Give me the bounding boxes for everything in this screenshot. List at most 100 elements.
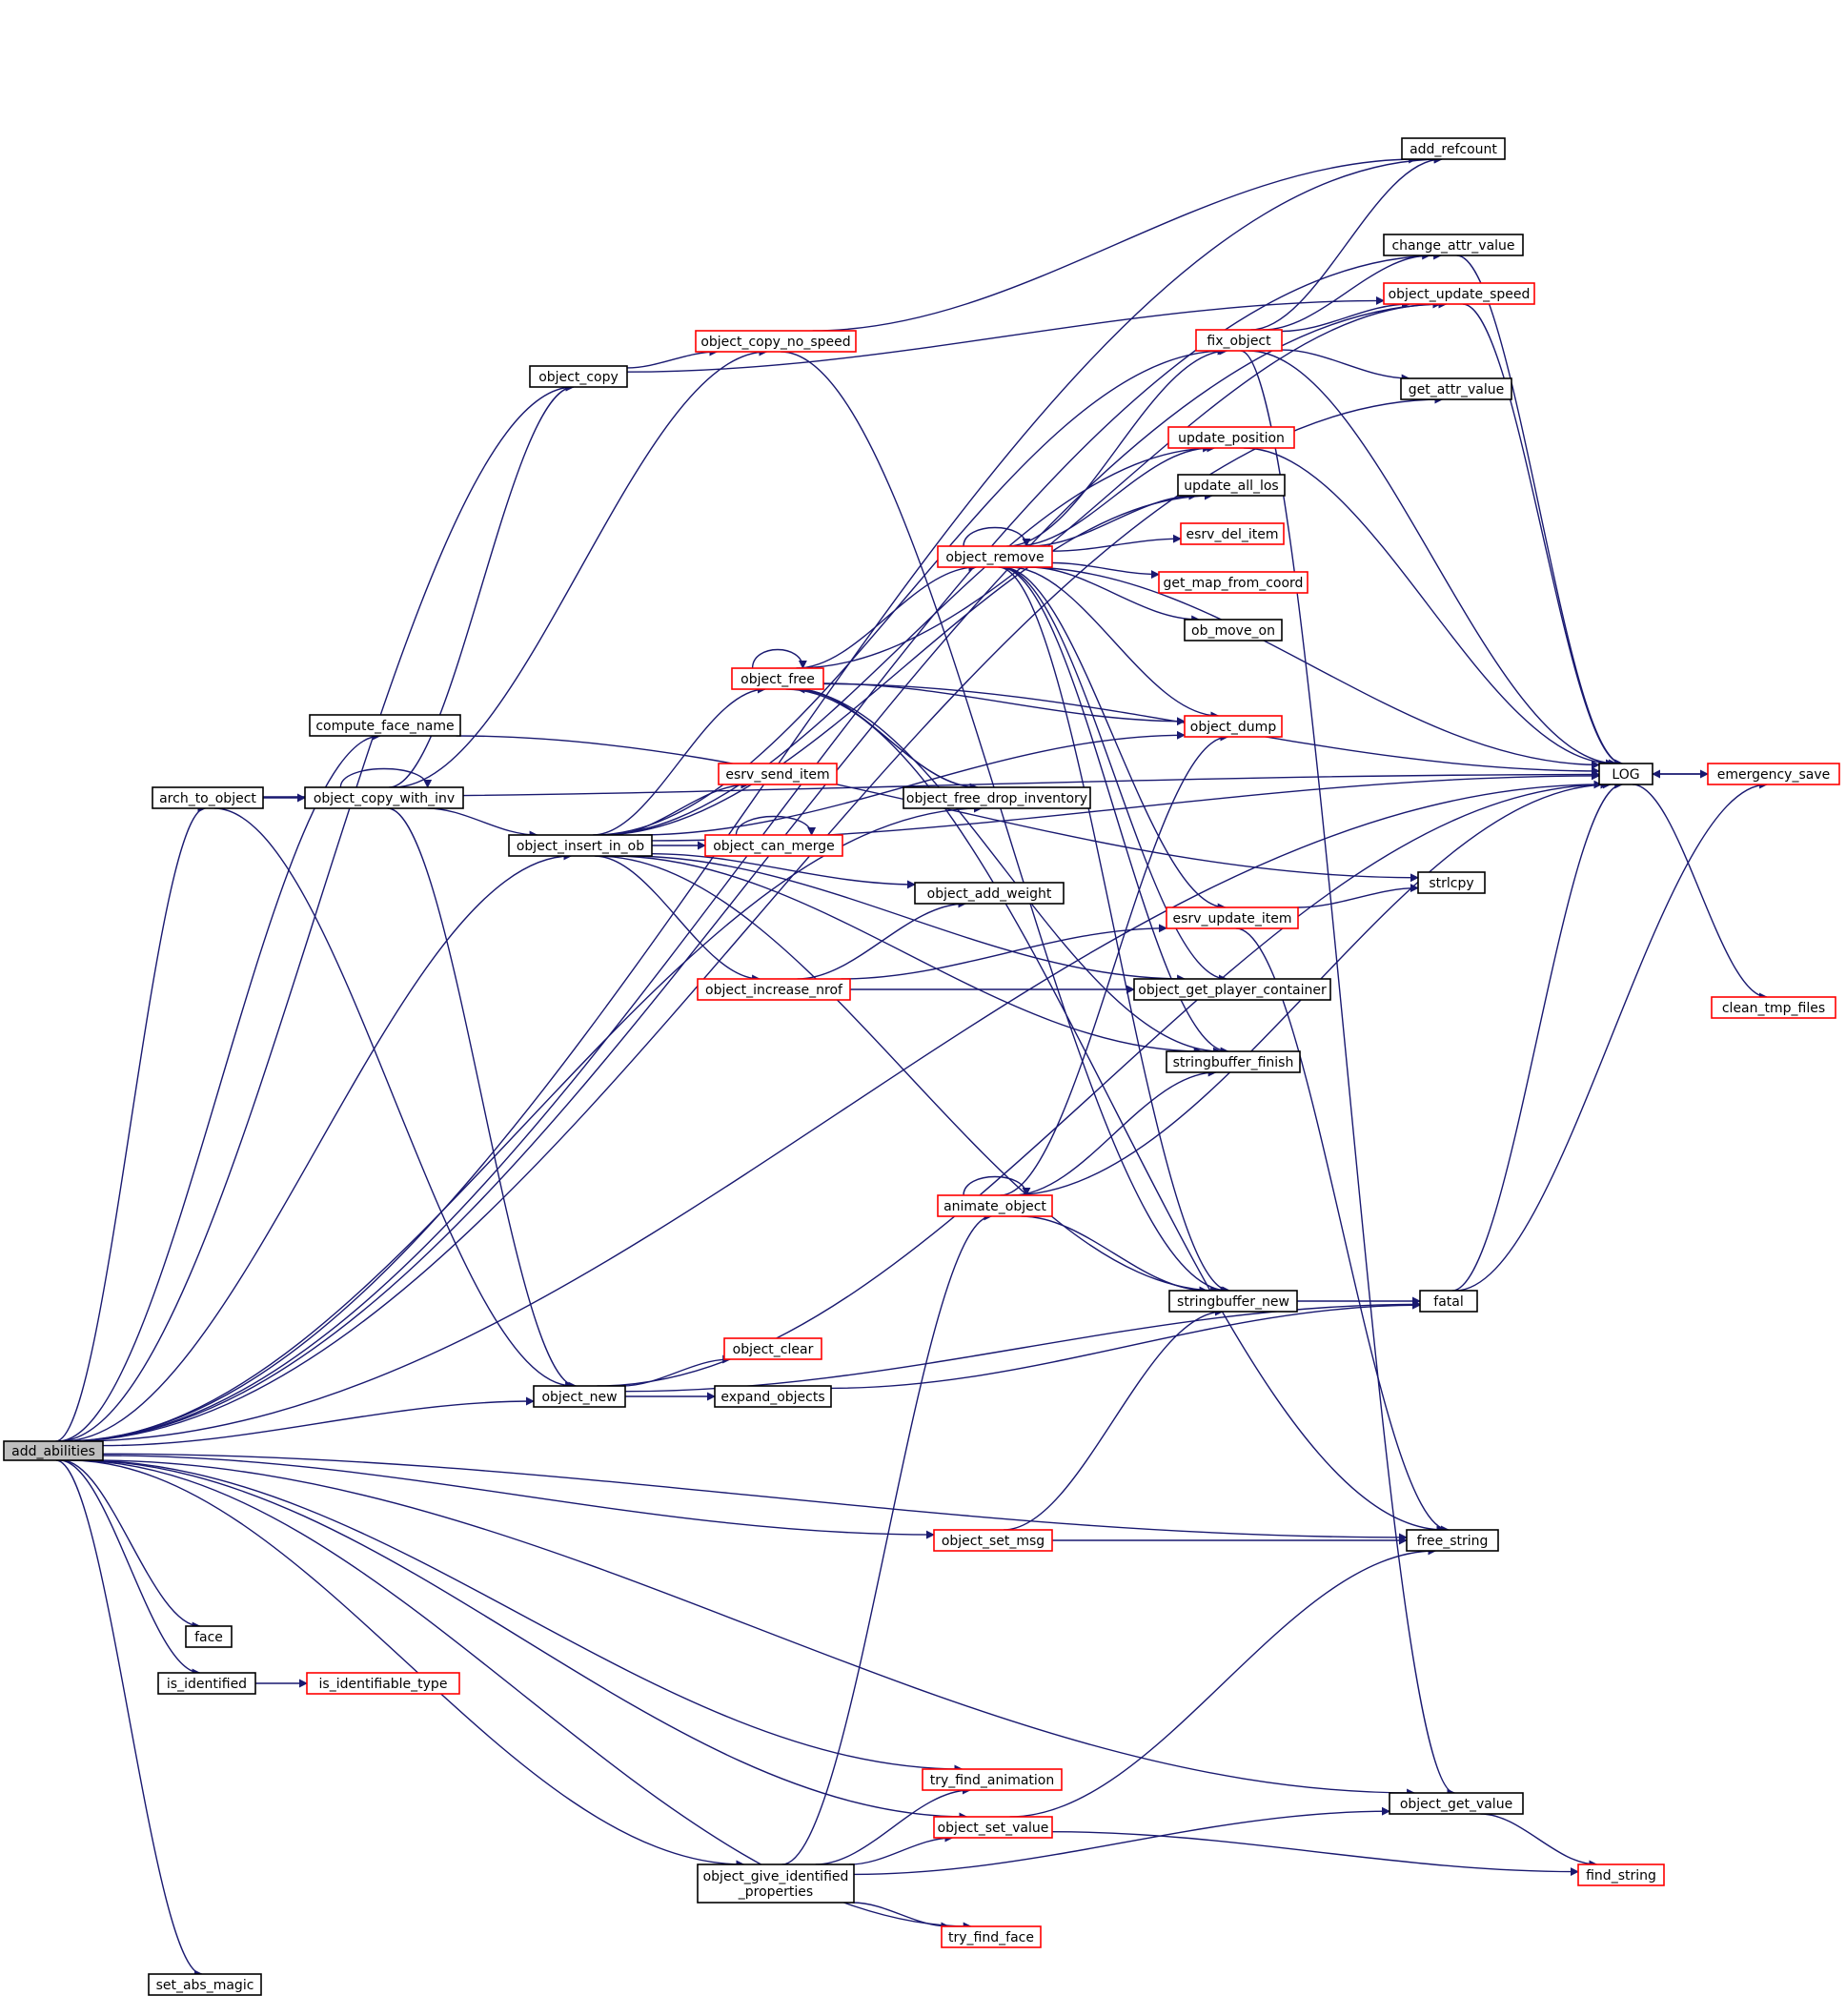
node-box-stringbuffer_new [1168, 1290, 1298, 1313]
node-object_copy[interactable]: object_copy [529, 365, 628, 388]
node-object_get_value[interactable]: object_get_value [1389, 1792, 1524, 1815]
node-object_set_msg[interactable]: object_set_msg [933, 1529, 1053, 1552]
node-fatal[interactable]: fatal [1419, 1290, 1478, 1313]
node-label-get_attr_value: get_attr_value [1409, 382, 1505, 397]
node-try_find_animation[interactable]: try_find_animation [922, 1768, 1063, 1791]
edge-object_copy_no_speed-to-add_refcount [812, 154, 1418, 332]
node-object_free_drop_inventory[interactable]: object_free_drop_inventory [903, 786, 1091, 809]
node-object_copy_no_speed[interactable]: object_copy_no_speed [695, 330, 857, 353]
edge-object_remove-to-esrv_del_item [1051, 534, 1182, 552]
node-object_free[interactable]: object_free [731, 667, 824, 690]
edge-arch_to_object-to-object_new [213, 807, 575, 1391]
node-change_attr_value[interactable]: change_attr_value [1383, 234, 1524, 256]
node-esrv_del_item[interactable]: esrv_del_item [1180, 522, 1285, 545]
node-box-object_copy [529, 365, 628, 388]
node-ob_move_on[interactable]: ob_move_on [1184, 619, 1283, 641]
edge-object_insert_in_ob-to-update_all_los [598, 491, 1213, 836]
node-label-find_string: find_string [1586, 1868, 1656, 1884]
edge-object_insert_in_ob-to-stringbuffer_new [595, 855, 1220, 1295]
node-expand_objects[interactable]: expand_objects [714, 1385, 832, 1408]
edge-object_free-to-free_string [785, 688, 1446, 1535]
edge-object_remove-to-object_get_player_container [1000, 566, 1227, 984]
edge-object_set_value-to-free_string [1009, 1546, 1437, 1818]
node-object_get_player_container[interactable]: object_get_player_container [1133, 978, 1331, 1001]
node-label-object_clear: object_clear [733, 1342, 814, 1357]
node-box-object_free_drop_inventory [903, 786, 1091, 809]
node-find_string[interactable]: find_string [1577, 1863, 1665, 1886]
node-object_new[interactable]: object_new [533, 1385, 626, 1408]
node-esrv_send_item[interactable]: esrv_send_item [718, 763, 838, 785]
node-animate_object[interactable]: animate_object [937, 1194, 1053, 1217]
node-object_copy_with_inv[interactable]: object_copy_with_inv [304, 786, 464, 809]
edge-add_abilities-to-object_get_value [91, 1459, 1416, 1798]
node-clean_tmp_files[interactable]: clean_tmp_files [1711, 996, 1836, 1019]
node-compute_face_name[interactable]: compute_face_name [309, 714, 461, 737]
node-object_add_weight[interactable]: object_add_weight [914, 882, 1065, 905]
edge-object_remove-to-get_map_from_coord [1051, 561, 1160, 580]
edge-object_remove-to-update_position [1015, 443, 1212, 547]
node-label-add_abilities: add_abilities [11, 1444, 95, 1459]
node-box-try_find_face [941, 1925, 1042, 1948]
node-get_attr_value[interactable]: get_attr_value [1400, 377, 1512, 400]
node-box-try_find_animation [922, 1768, 1063, 1791]
node-box-object_dump [1184, 715, 1283, 738]
edge-object_remove-to-object_remove [963, 526, 1031, 547]
node-fix_object[interactable]: fix_object [1195, 329, 1283, 352]
edge-object_insert_in_ob-to-object_add_weight [651, 853, 916, 889]
node-label-stringbuffer_finish: stringbuffer_finish [1173, 1055, 1294, 1070]
node-strlcpy[interactable]: strlcpy [1417, 871, 1486, 894]
node-object_remove[interactable]: object_remove [937, 545, 1053, 568]
node-object_can_merge[interactable]: object_can_merge [704, 834, 843, 857]
edge-object_free-to-object_update_speed [796, 299, 1442, 669]
edge-object_free-to-object_remove [796, 562, 978, 669]
node-object_clear[interactable]: object_clear [723, 1337, 822, 1360]
node-update_position[interactable]: update_position [1167, 426, 1295, 449]
node-label-object_copy_with_inv: object_copy_with_inv [314, 791, 455, 806]
edge-fix_object-to-LOG [1248, 350, 1618, 768]
edge-add_abilities-to-object_update_speed [65, 299, 1448, 1442]
edge-add_abilities-to-object_set_msg [102, 1455, 935, 1539]
node-emergency_save[interactable]: emergency_save [1707, 763, 1840, 785]
edge-object_remove-to-esrv_update_item [1002, 566, 1227, 912]
node-label-object_add_weight: object_add_weight [927, 886, 1052, 902]
edge-object_get_value-to-find_string [1480, 1813, 1598, 1869]
node-box-compute_face_name [309, 714, 461, 737]
node-esrv_update_item[interactable]: esrv_update_item [1166, 906, 1299, 929]
node-get_map_from_coord[interactable]: get_map_from_coord [1158, 571, 1308, 594]
node-object_give_identified_properties[interactable]: object_give_identified_properties [697, 1863, 855, 1904]
node-add_refcount[interactable]: add_refcount [1401, 137, 1506, 160]
node-box-is_identifiable_type [306, 1672, 460, 1695]
node-add_abilities[interactable]: add_abilities [3, 1440, 104, 1461]
node-box-esrv_update_item [1166, 906, 1299, 929]
node-try_find_face[interactable]: try_find_face [941, 1925, 1042, 1948]
node-set_abs_magic[interactable]: set_abs_magic [148, 1973, 262, 1996]
node-update_all_los[interactable]: update_all_los [1177, 474, 1286, 497]
node-object_update_speed[interactable]: object_update_speed [1383, 282, 1535, 305]
edge-animate_object-to-object_dump [1000, 732, 1229, 1196]
node-is_identified[interactable]: is_identified [157, 1672, 256, 1695]
node-box-add_refcount [1401, 137, 1506, 160]
node-object_set_value[interactable]: object_set_value [933, 1816, 1053, 1839]
node-label-object_free_drop_inventory: object_free_drop_inventory [906, 791, 1087, 806]
node-box-object_insert_in_ob [508, 834, 653, 857]
node-object_increase_nrof[interactable]: object_increase_nrof [697, 978, 851, 1001]
node-label-object_insert_in_ob: object_insert_in_ob [517, 839, 644, 854]
node-label-object_dump: object_dump [1190, 720, 1277, 735]
edge-object_remove-to-fix_object [1006, 346, 1228, 547]
node-box-free_string [1406, 1529, 1499, 1552]
node-box-get_attr_value [1400, 377, 1512, 400]
node-label-object_free: object_free [740, 672, 815, 687]
node-stringbuffer_finish[interactable]: stringbuffer_finish [1166, 1050, 1301, 1073]
edge-object_insert_in_ob-to-LOG [651, 771, 1600, 842]
node-arch_to_object[interactable]: arch_to_object [152, 786, 264, 809]
node-stringbuffer_new[interactable]: stringbuffer_new [1168, 1290, 1298, 1313]
node-free_string[interactable]: free_string [1406, 1529, 1499, 1552]
node-face[interactable]: face [185, 1625, 233, 1648]
node-object_insert_in_ob[interactable]: object_insert_in_ob [508, 834, 653, 857]
node-LOG[interactable]: LOG [1598, 763, 1653, 785]
edge-add_abilities-to-object_new [102, 1396, 535, 1447]
node-object_dump[interactable]: object_dump [1184, 715, 1283, 738]
node-is_identifiable_type[interactable]: is_identifiable_type [306, 1672, 460, 1695]
edge-expand_objects-to-fatal [830, 1300, 1421, 1390]
